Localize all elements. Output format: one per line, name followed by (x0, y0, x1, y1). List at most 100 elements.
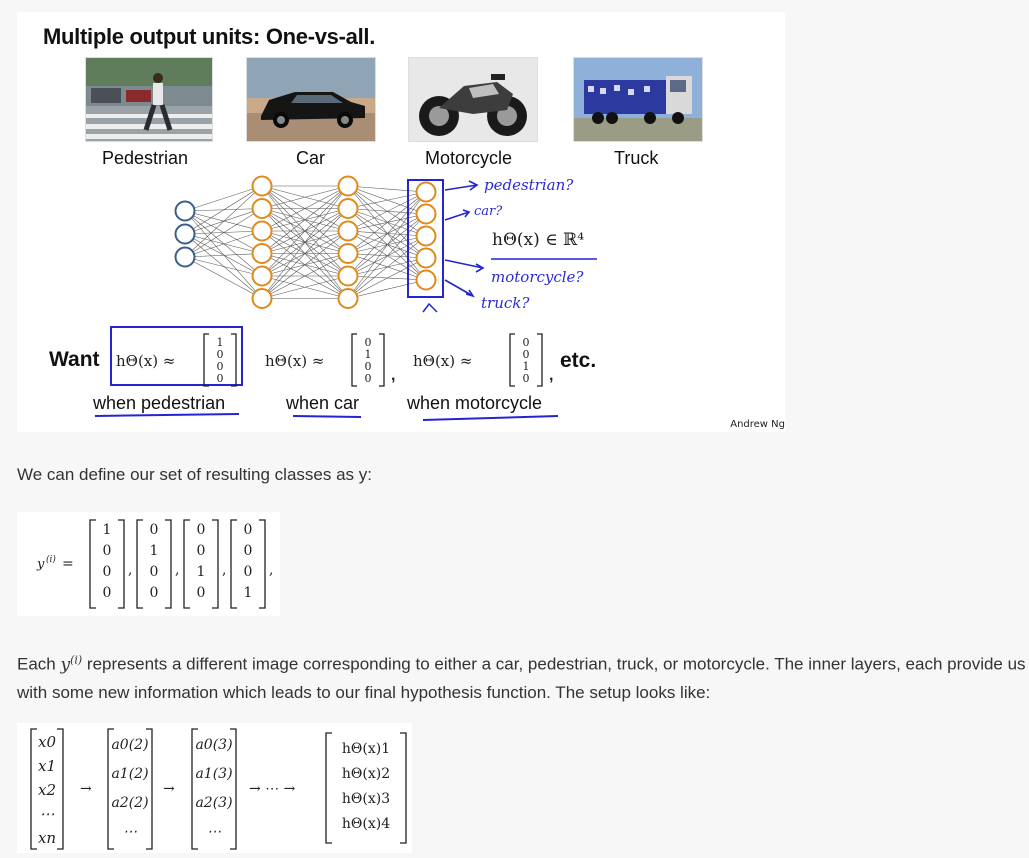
bracket-right (118, 519, 125, 609)
input-entry: x1 (38, 757, 56, 775)
nn-node-hidden1-0 (251, 175, 273, 197)
bracket-left (30, 728, 37, 850)
hypothesis-in-r4: hΘ(x) ∈ ℝ⁴ (492, 230, 585, 250)
hypothesis-expr-motorcycle: hΘ(x) ≈ (413, 352, 473, 370)
bracket-left (183, 519, 190, 609)
input-entry: xn (38, 829, 56, 847)
nn-node-hidden2-5 (337, 288, 359, 309)
layer3-entry: a0(3) (195, 737, 232, 753)
bracket-right (259, 519, 266, 609)
truck-caption: Truck (614, 148, 659, 168)
nn-node-output-2 (415, 225, 437, 247)
nn-node-hidden1-1 (251, 198, 273, 219)
layer3-entry: ⋯ (207, 824, 221, 840)
vector-entry: 0 (217, 348, 224, 361)
y-vector-entry: 0 (150, 564, 159, 580)
handwritten-truck: truck? (481, 294, 530, 312)
y-symbol: y(i) (60, 653, 83, 675)
vector-entry: 0 (523, 372, 530, 385)
handwritten-pedestrian: pedestrian? (484, 176, 574, 194)
nn-node-hidden2-4 (337, 265, 359, 287)
nn-node-output-3 (415, 247, 437, 269)
nn-node-output-0 (415, 181, 437, 203)
when-motorcycle: when motorcycle (407, 393, 543, 413)
vector-entry: 0 (523, 336, 530, 349)
output-layer-box (407, 179, 444, 298)
nn-node-output-4 (415, 269, 437, 291)
vector-entry: 0 (365, 372, 372, 385)
output-entry: hΘ(x)4 (342, 816, 390, 832)
svg-text:(i): (i) (46, 554, 56, 565)
arrow-dots: → ⋯ → (249, 781, 296, 797)
when-car: when car (286, 393, 360, 413)
input-entry: x2 (38, 781, 56, 799)
nn-node-input-2 (174, 246, 196, 268)
svg-text:,: , (549, 367, 553, 384)
hypothesis-expr-pedestrian: hΘ(x) ≈ (116, 352, 176, 370)
vector-entry: 0 (365, 336, 372, 349)
input-entry: x0 (38, 733, 56, 751)
handwritten-motorcycle: motorcycle? (491, 268, 584, 286)
bracket-left (107, 728, 114, 850)
paragraph-setup-pre: Each (17, 654, 61, 674)
y-vector-entry: 0 (244, 543, 253, 559)
etc-label: etc. (560, 349, 597, 372)
vector-entry: 0 (365, 360, 372, 373)
vector-entry: 1 (365, 348, 372, 361)
y-vector-entry: 1 (103, 522, 112, 538)
bracket-left (191, 728, 198, 850)
bracket-right (146, 728, 153, 850)
paragraph-setup: Each y(i) represents a different image c… (17, 646, 1027, 706)
y-vector-entry: 0 (103, 564, 112, 580)
comma: , (269, 562, 273, 578)
slide-credit: Andrew Ng (730, 419, 785, 430)
bracket-right (165, 519, 172, 609)
nn-node-hidden2-0 (337, 175, 359, 197)
layer2-entry: a0(2) (111, 737, 148, 753)
handwritten-car: car? (474, 204, 503, 219)
motorcycle-caption: Motorcycle (425, 148, 513, 168)
bracket-right (57, 728, 64, 850)
hypothesis-expr-car: hΘ(x) ≈ (265, 352, 325, 370)
want-label: Want (49, 348, 100, 371)
layer2-entry: a1(2) (111, 766, 148, 782)
bracket-left (230, 519, 237, 609)
output-entry: hΘ(x)3 (342, 791, 390, 807)
y-vector-entry: 0 (197, 522, 206, 538)
arrow: → (163, 781, 175, 797)
y-vector-entry: 1 (150, 543, 159, 559)
bracket-left (136, 519, 143, 609)
nn-node-output-1 (415, 203, 437, 225)
vector-entry: 1 (523, 360, 530, 373)
layer2-entry: a2(2) (111, 795, 148, 811)
y-vector-entry: 0 (197, 585, 206, 601)
input-entry: ⋯ (40, 805, 55, 823)
nn-node-hidden1-4 (251, 265, 273, 287)
comma: , (128, 562, 132, 578)
lecture-slide: Multiple output units: One-vs-all. (17, 12, 785, 432)
slide-title: Multiple output units: One-vs-all. (43, 24, 376, 49)
arrow: → (80, 781, 92, 797)
truck-image (573, 57, 703, 142)
vector-entry: 0 (217, 360, 224, 373)
nn-node-hidden2-1 (337, 198, 359, 219)
y-vector-entry: 1 (197, 564, 206, 580)
comma: , (222, 562, 226, 578)
y-vector-entry: 0 (103, 585, 112, 601)
output-entry: hΘ(x)1 (342, 741, 390, 757)
y-vector-entry: 0 (150, 522, 159, 538)
car-image (246, 57, 376, 142)
y-vector-entry: 0 (103, 543, 112, 559)
car-caption: Car (296, 148, 326, 168)
nn-node-hidden1-3 (251, 243, 273, 264)
nn-node-input-0 (174, 200, 196, 222)
bracket-left (325, 732, 332, 844)
layer3-entry: a2(3) (195, 795, 232, 811)
svg-text:,: , (391, 367, 395, 384)
neural-network-diagram (94, 175, 597, 421)
vector-entry: 1 (217, 336, 224, 349)
